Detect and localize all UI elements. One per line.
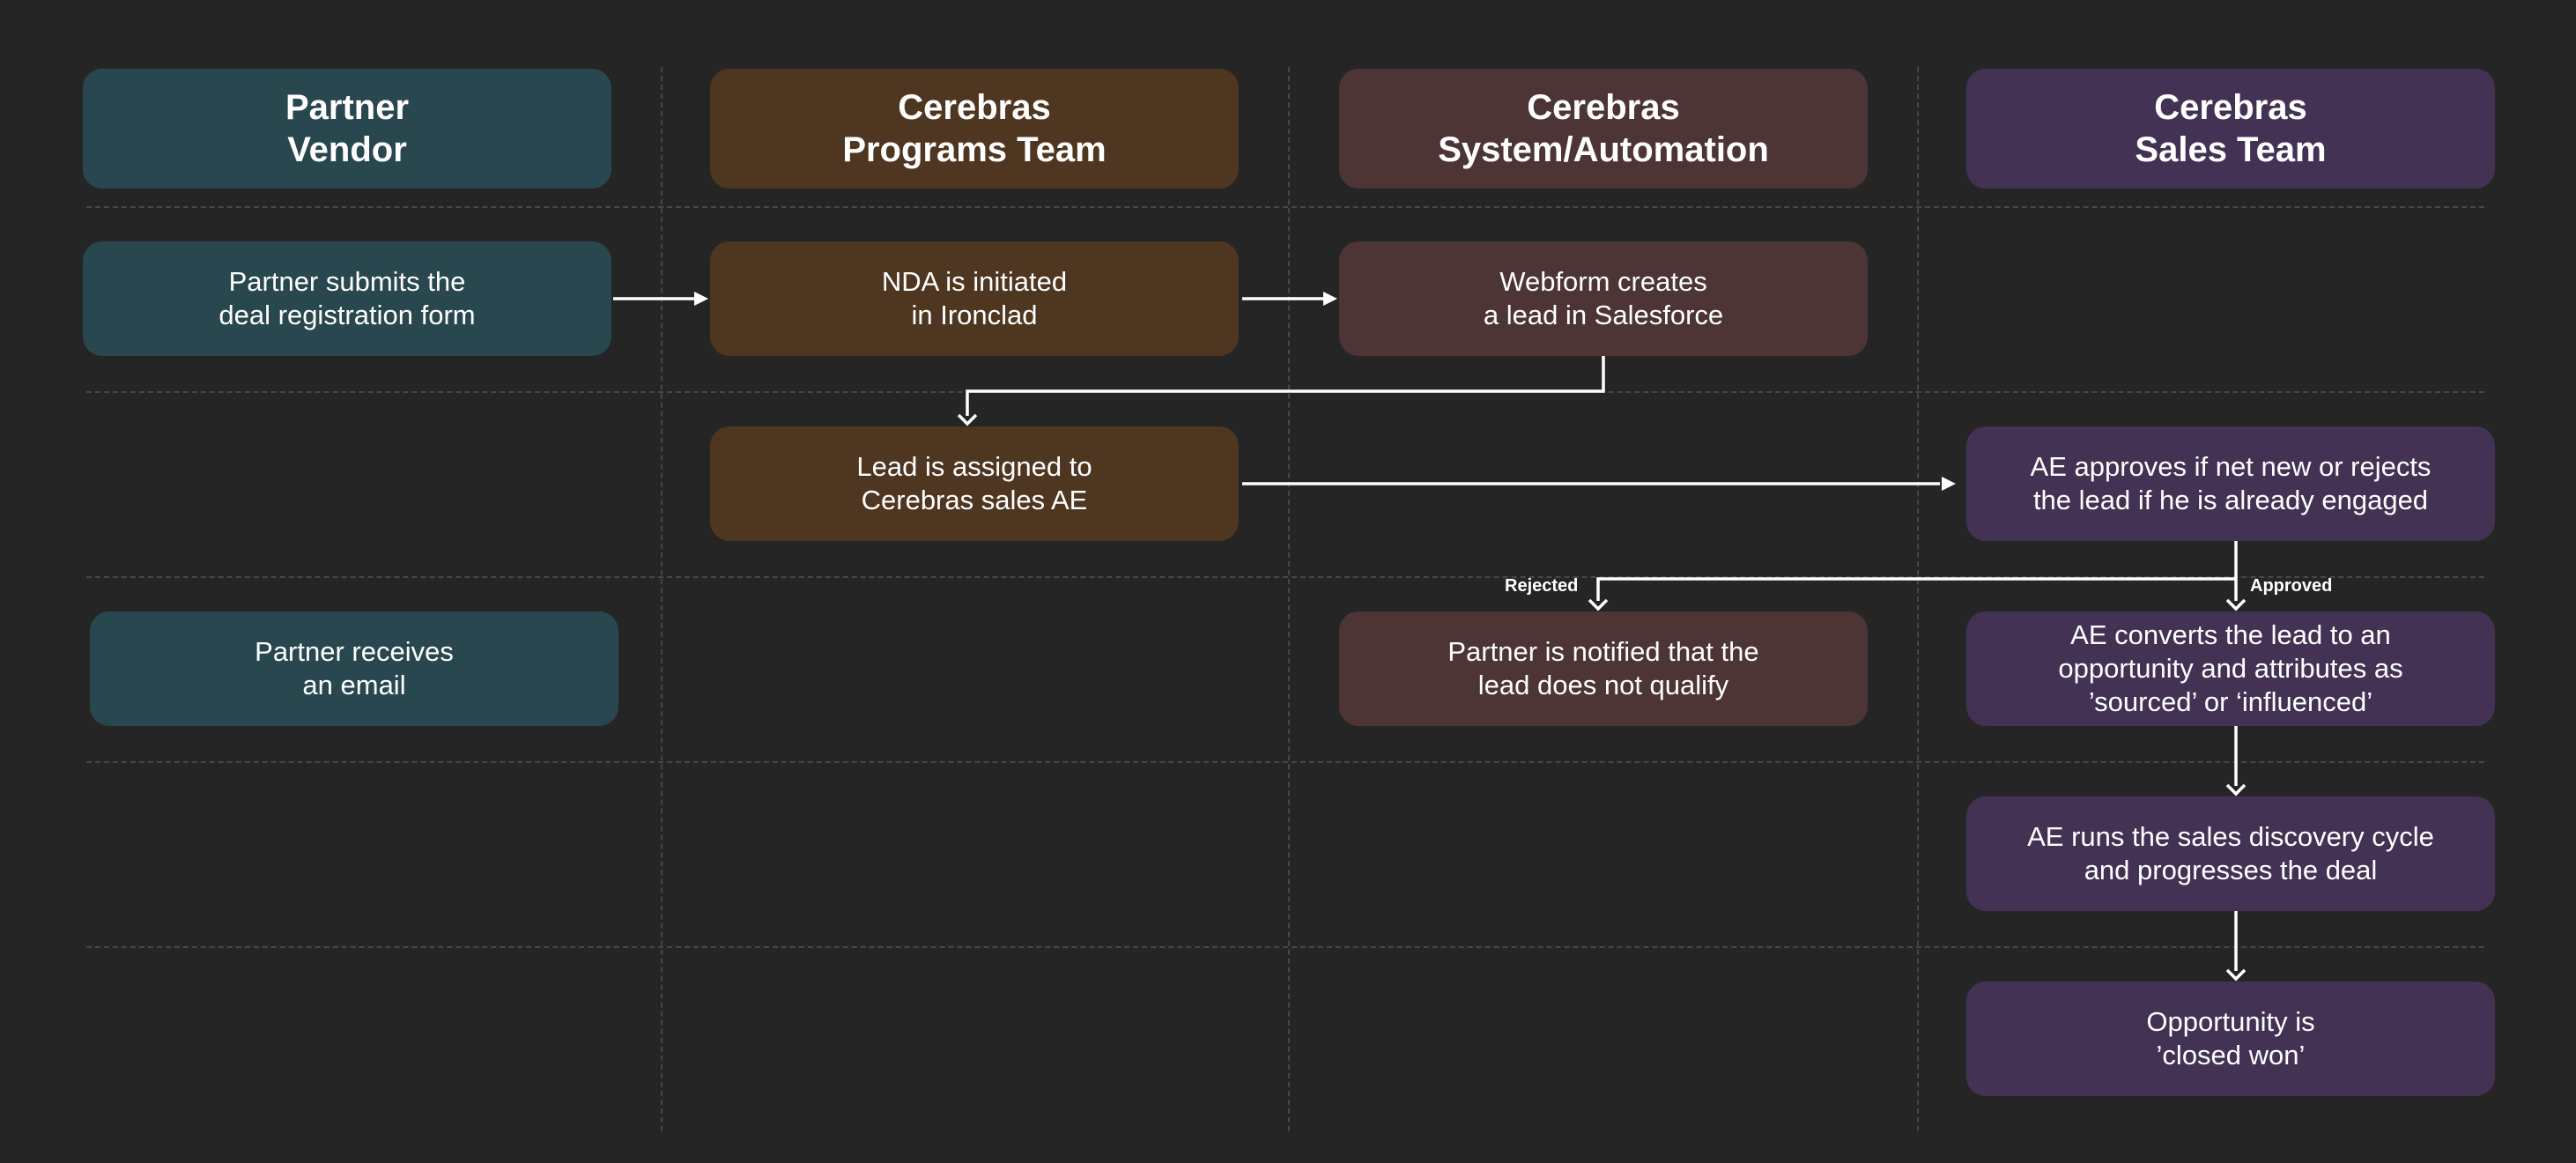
arrow-head (2225, 968, 2247, 982)
connector-label-approved: Approved (2250, 576, 2333, 596)
arrow-head (957, 413, 978, 426)
arrow-head (1588, 598, 1609, 611)
row-divider (86, 206, 2484, 208)
step-nda-initiated: NDA is initiated in Ironclad (710, 241, 1239, 356)
lane-divider (1917, 67, 1919, 1131)
lane-header-partner-vendor: Partner Vendor (83, 69, 611, 189)
arrow-head (1942, 477, 1956, 491)
connector-label-rejected: Rejected (1505, 576, 1579, 596)
lane-header-sales-team: Cerebras Sales Team (1966, 69, 2495, 189)
arrow-head (2225, 783, 2247, 796)
step-partner-notified-not-qualify: Partner is notified that the lead does n… (1339, 611, 1868, 726)
row-divider (86, 946, 2484, 948)
row-divider (86, 576, 2484, 578)
step-lead-assigned: Lead is assigned to Cerebras sales AE (710, 426, 1239, 541)
connector-rejected-to-notified (1596, 577, 2236, 601)
arrow-head (1323, 292, 1337, 306)
row-divider (86, 761, 2484, 763)
step-ae-converts-lead: AE converts the lead to an opportunity a… (1966, 611, 2495, 726)
step-partner-submits-form: Partner submits the deal registration fo… (83, 241, 611, 356)
lane-divider (1288, 67, 1290, 1131)
step-opportunity-closed-won: Opportunity is ’closed won’ (1966, 982, 2495, 1096)
connector-webform-to-lead-assigned (966, 356, 1605, 416)
step-webform-creates-lead: Webform creates a lead in Salesforce (1339, 241, 1868, 356)
step-ae-approves-or-rejects: AE approves if net new or rejects the le… (1966, 426, 2495, 541)
step-partner-receives-email: Partner receives an email (90, 611, 618, 726)
lane-divider (661, 67, 663, 1131)
lane-header-system-automation: Cerebras System/Automation (1339, 69, 1868, 189)
lane-header-programs-team: Cerebras Programs Team (710, 69, 1239, 189)
step-ae-runs-discovery: AE runs the sales discovery cycle and pr… (1966, 796, 2495, 911)
arrow-head (2225, 598, 2247, 611)
arrow-head (694, 292, 708, 306)
